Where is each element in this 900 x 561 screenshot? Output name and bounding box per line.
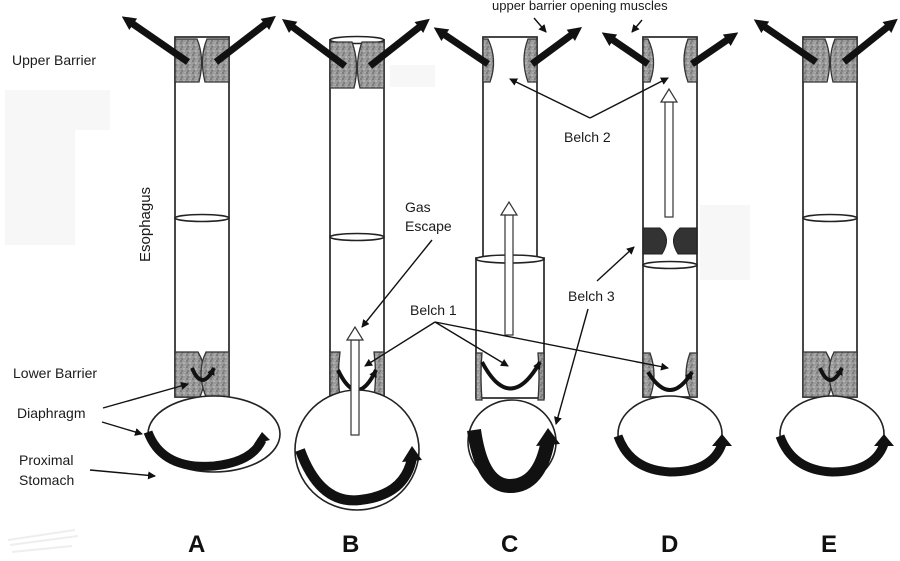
pointer-belch-3-c: [554, 308, 589, 425]
label-proximal-stomach-1: Proximal: [19, 452, 73, 468]
panel-label-c: C: [501, 531, 518, 558]
hollow-up-arrow: [659, 87, 679, 218]
fluid-level: [802, 213, 858, 223]
upper-muscle-arrow-right: [213, 15, 276, 65]
panel-d: D: [601, 32, 739, 558]
upper-muscle-arrow-left: [281, 19, 348, 69]
background-faint-arrows: [7, 529, 79, 553]
upper-muscle-arrow-left: [753, 19, 818, 65]
upper-muscle-arrow-right: [690, 32, 739, 67]
label-gas-escape-1: Gas: [405, 199, 431, 215]
panel-a: A: [121, 15, 281, 558]
pointer-lower-barrier: [102, 382, 189, 409]
pointer-belch-1-d: [434, 321, 669, 371]
label-esophagus: Esophagus: [137, 187, 154, 262]
label-lower-barrier: Lower Barrier: [13, 365, 97, 381]
pointer-belch-2-d: [589, 77, 669, 119]
label-upper-barrier-opening-muscles: upper barrier opening muscles: [492, 0, 668, 13]
panel-label-d: D: [661, 531, 678, 558]
panel-label-b: B: [342, 531, 359, 558]
panel-b: B: [281, 18, 430, 558]
upper-muscle-arrow-left: [433, 27, 490, 67]
label-belch-3: Belch 3: [568, 288, 615, 304]
pointer-belch-1-c: [434, 321, 509, 367]
label-diaphragm: Diaphragm: [17, 405, 85, 421]
pointer-opening-muscle-c: [533, 17, 547, 33]
pointer-belch-1-b: [364, 321, 436, 367]
lower-barrier: [174, 351, 230, 398]
pointer-diaphragm: [101, 421, 143, 436]
diaphragm-arrow: [295, 448, 417, 506]
background-artifacts: [5, 65, 750, 280]
label-proximal-stomach-2: Stomach: [19, 472, 74, 488]
pointer-proximal-stomach: [89, 469, 156, 480]
label-upper-barrier: Upper Barrier: [12, 52, 96, 68]
upper-muscle-arrow-left: [121, 16, 190, 65]
lower-barrier-open: [475, 352, 545, 401]
panel-label-a: A: [188, 531, 205, 558]
diaphragm-arrow: [143, 430, 267, 471]
upper-muscle-arrow-right: [529, 27, 583, 67]
label-belch-2: Belch 2: [564, 129, 611, 145]
pointer-gas-escape: [361, 239, 433, 328]
upper-muscle-arrow-right: [367, 18, 430, 69]
diaphragm-arrow: [775, 434, 889, 477]
panel-e: E: [753, 18, 898, 558]
gas-escape-arrow: [345, 325, 365, 436]
pointer-belch-2-c: [509, 78, 591, 119]
hollow-up-arrow: [499, 200, 519, 336]
lower-barrier: [802, 351, 858, 398]
diaphragm-arrow: [467, 428, 555, 494]
esophageal-contraction: [642, 227, 698, 255]
fluid-level: [329, 232, 385, 242]
upper-muscle-arrow-left: [601, 32, 650, 67]
upper-muscle-arrow-right: [841, 18, 898, 65]
fluid-level: [174, 213, 230, 223]
diaphragm-arrow: [613, 434, 727, 477]
panel-c: C: [433, 27, 583, 558]
pointer-opening-muscle-d: [631, 19, 643, 33]
label-gas-escape-2: Escape: [405, 218, 452, 234]
fluid-level: [642, 260, 698, 270]
label-belch-1: Belch 1: [410, 302, 457, 318]
panel-label-e: E: [821, 531, 837, 558]
pointer-belch-3-d: [596, 246, 635, 282]
